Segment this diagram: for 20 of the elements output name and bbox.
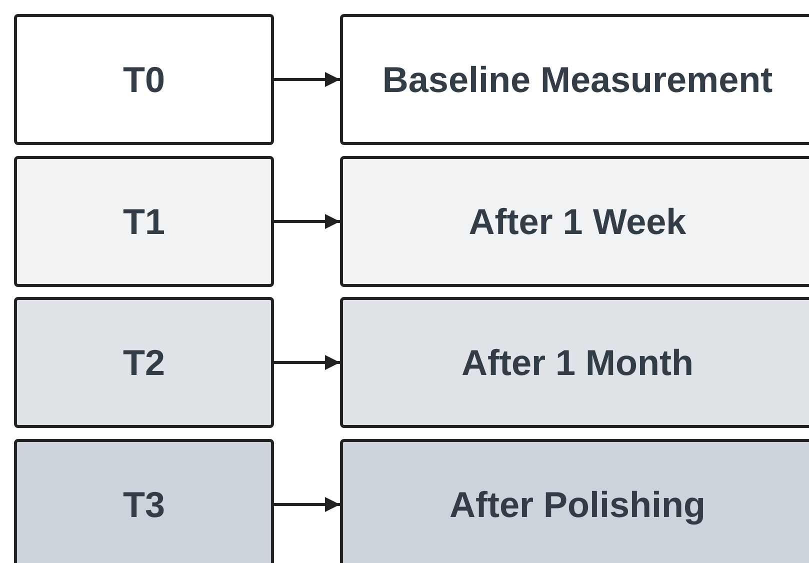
time-point-label: T3 [122, 484, 165, 526]
arrow [274, 355, 340, 370]
stage-box [340, 156, 809, 287]
stage-label: After 1 Month [462, 342, 694, 384]
stage-box [340, 297, 809, 428]
time-point-box [14, 439, 274, 563]
stage-label: Baseline Measurement [382, 58, 773, 100]
arrow [274, 497, 340, 512]
time-point-box [14, 156, 274, 287]
time-point-label: T1 [122, 200, 165, 242]
arrow [274, 72, 340, 87]
stage-label: After 1 Week [468, 200, 686, 242]
time-point-box [14, 14, 274, 145]
stage-label: After Polishing [449, 484, 706, 526]
time-point-box [14, 297, 274, 428]
stage-box [340, 14, 809, 145]
time-point-label: T2 [122, 342, 165, 384]
arrow [274, 214, 340, 229]
stage-box [340, 439, 809, 563]
time-point-label: T0 [122, 58, 165, 100]
